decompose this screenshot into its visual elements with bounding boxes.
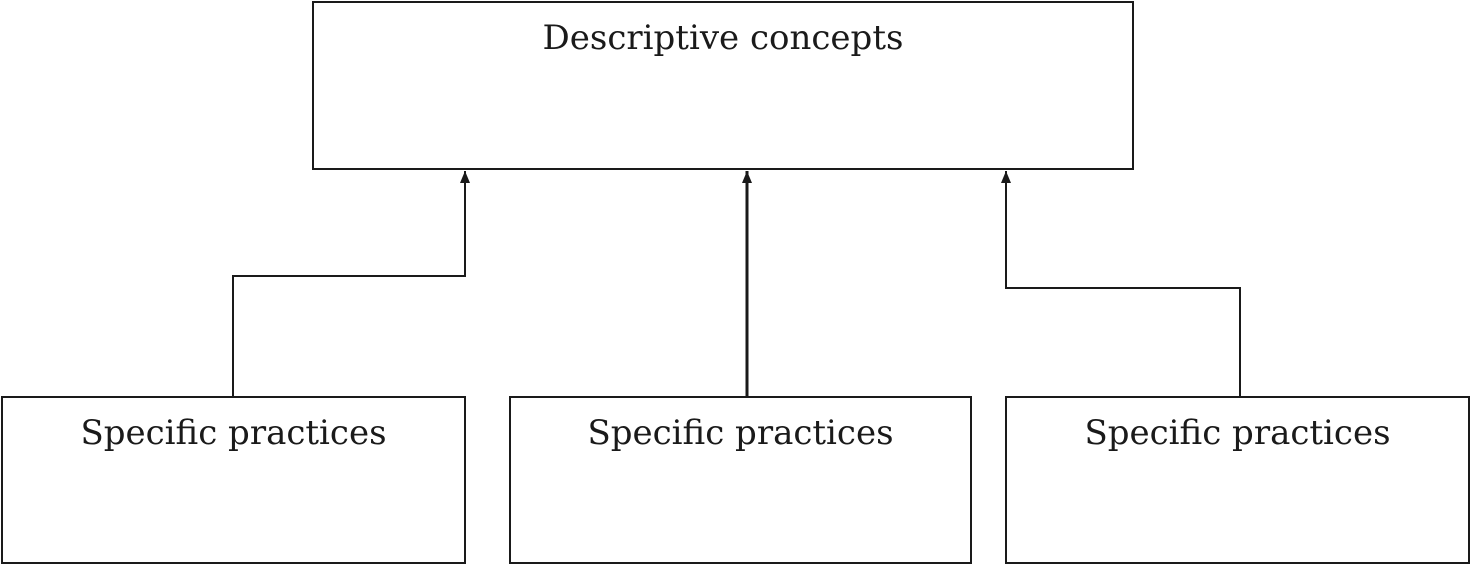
descriptive-concepts-label: Descriptive concepts xyxy=(542,18,904,58)
specific-practices-label-2: Specific practices xyxy=(587,413,894,453)
specific-practices-box-2: Specific practices xyxy=(509,396,972,564)
specific-practices-box-3: Specific practices xyxy=(1005,396,1470,564)
arrow-left-connector xyxy=(232,171,470,396)
specific-practices-label-3: Specific practices xyxy=(1084,413,1391,453)
specific-practices-box-1: Specific practices xyxy=(1,396,466,564)
descriptive-concepts-box: Descriptive concepts xyxy=(312,1,1134,170)
arrow-right-connector xyxy=(1001,171,1241,396)
specific-practices-label-1: Specific practices xyxy=(80,413,387,453)
